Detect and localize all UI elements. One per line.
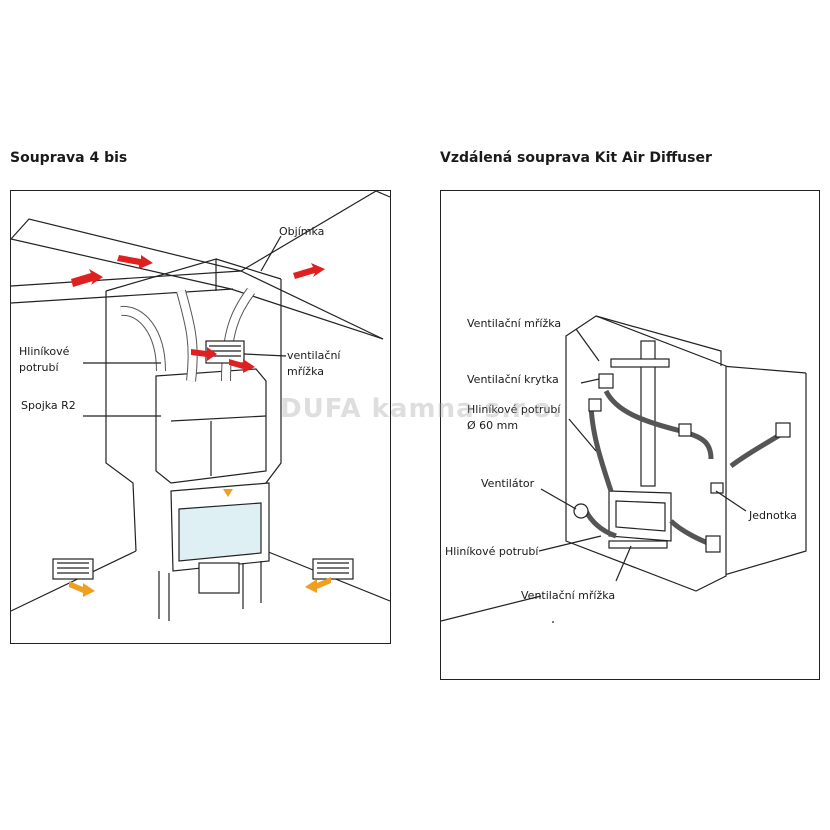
label-ventilacni-line1: ventilační bbox=[287, 349, 341, 362]
right-panel-title: Vzdálená souprava Kit Air Diffuser bbox=[440, 150, 712, 166]
label-ventilacni-mrizka-bottom: Ventilační mřížka bbox=[521, 589, 616, 602]
label-spojka-r2: Spojka R2 bbox=[21, 399, 76, 412]
label-ventilacni-mrizka-top: Ventilační mřížka bbox=[467, 317, 562, 330]
souprava-4-bis-illustration bbox=[11, 191, 390, 621]
label-ventilacni-krytka: Ventilační krytka bbox=[467, 373, 559, 386]
left-panel-title: Souprava 4 bis bbox=[10, 150, 128, 166]
label-hlinikove-line2: potrubí bbox=[19, 361, 59, 374]
kit-air-diffuser-illustration bbox=[441, 315, 807, 623]
label-jednotka: Jednotka bbox=[749, 509, 797, 522]
label-ventilacni-line2: mřížka bbox=[287, 365, 324, 378]
label-objimka: Objímka bbox=[279, 225, 325, 238]
label-hlinikove-potrubi-bottom: Hliníkové potrubí bbox=[445, 545, 539, 558]
label-ventilator: Ventilátor bbox=[481, 477, 535, 490]
label-hlinikove-potrubi-line1: Hliníkové potrubí bbox=[467, 403, 561, 416]
label-hlinikove-potrubi-line2: Ø 60 mm bbox=[467, 419, 519, 432]
watermark: DUFA kamna s.r.o. bbox=[280, 394, 563, 424]
left-diagram-panel: Objímka Hliníkové potrubí ventilační mří… bbox=[10, 190, 391, 644]
right-diagram-panel: Ventilační mřížka Ventilační krytka Hlin… bbox=[440, 190, 820, 680]
label-hlinikove-line1: Hliníkové bbox=[19, 345, 70, 358]
